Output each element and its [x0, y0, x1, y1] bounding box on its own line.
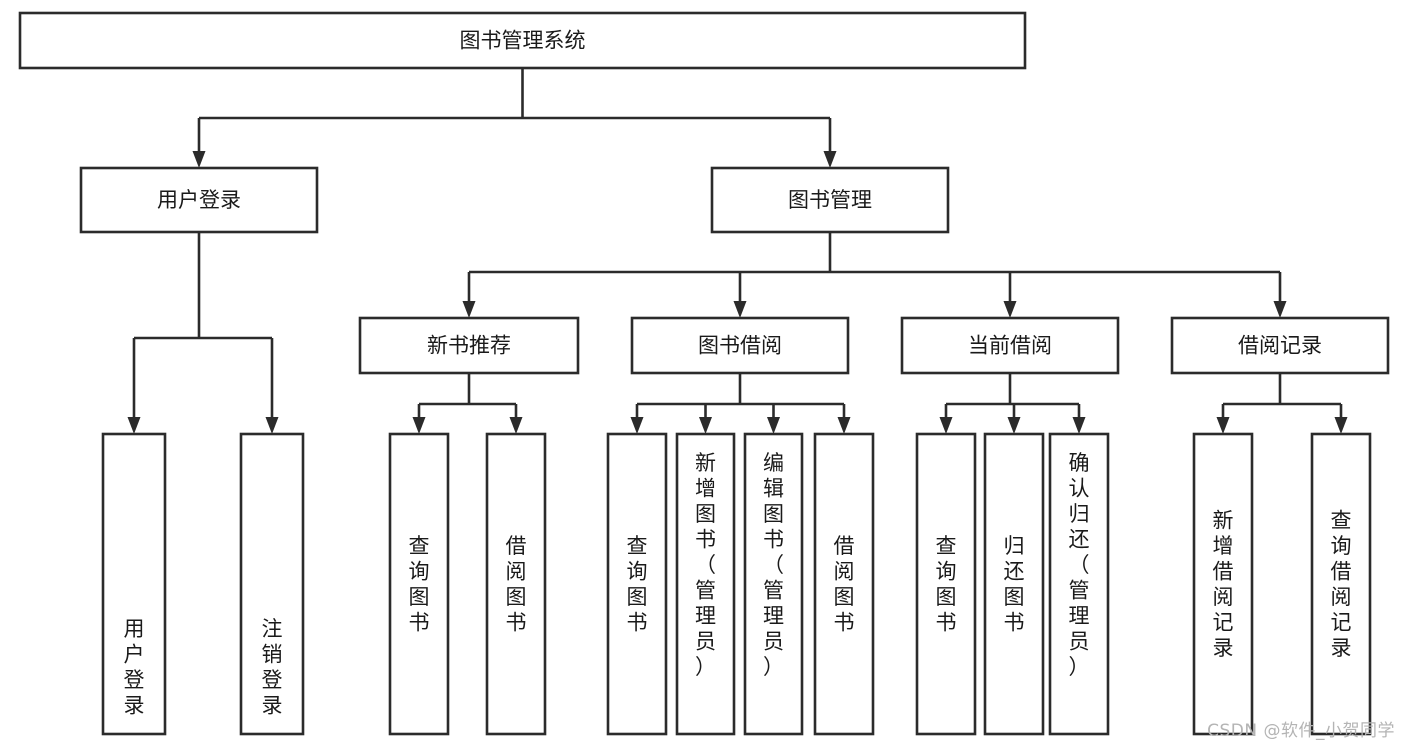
node-box	[900, 316, 1120, 375]
edge-group-borrow-record	[1216, 373, 1348, 434]
node-box	[813, 432, 875, 736]
watermark-text: CSDN @软件_小贺同学	[1207, 721, 1395, 741]
node-label: 注销登录	[262, 617, 283, 718]
node-box	[79, 166, 319, 234]
node-leaf-user-login[interactable]: 用户登录	[101, 432, 167, 736]
node-box	[983, 432, 1045, 736]
edge-group-user-login	[127, 232, 279, 434]
arrowhead-icon	[733, 301, 747, 318]
node-label: 查询图书	[936, 534, 957, 635]
arrowhead-icon	[265, 417, 279, 434]
edge-group-current-borrow	[939, 373, 1086, 434]
node-leaf-query-book-2[interactable]: 查询图书	[606, 432, 668, 736]
node-label: 查询图书	[409, 534, 430, 635]
node-book-borrow[interactable]: 图书借阅	[630, 316, 850, 375]
node-box	[1170, 316, 1390, 375]
arrowhead-icon	[462, 301, 476, 318]
node-borrow-record[interactable]: 借阅记录	[1170, 316, 1390, 375]
arrowhead-icon	[127, 417, 141, 434]
node-box	[1192, 432, 1254, 736]
arrowhead-icon	[630, 417, 644, 434]
node-current-borrow[interactable]: 当前借阅	[900, 316, 1120, 375]
node-label: 新书推荐	[427, 334, 511, 358]
node-label: 新增借阅记录	[1213, 508, 1234, 660]
node-label: 归还图书	[1004, 534, 1025, 635]
node-box	[1310, 432, 1372, 736]
node-box	[239, 432, 305, 736]
node-label: 查询借阅记录	[1331, 508, 1352, 660]
node-label: 借阅图书	[506, 534, 527, 635]
node-leaf-user-logout[interactable]: 注销登录	[239, 432, 305, 736]
arrowhead-icon	[699, 417, 712, 434]
node-leaf-confirm-return[interactable]: 确认归还（管理员）	[1048, 432, 1110, 736]
node-leaf-query-book-3[interactable]: 查询图书	[915, 432, 977, 736]
arrowhead-icon	[939, 417, 953, 434]
arrowhead-icon	[192, 151, 206, 168]
edge-group-book-borrow	[630, 373, 851, 434]
node-leaf-add-record[interactable]: 新增借阅记录	[1192, 432, 1254, 736]
node-box	[675, 432, 736, 736]
node-label: 确认归还（管理员）	[1069, 451, 1090, 679]
arrowhead-icon	[1072, 417, 1086, 434]
arrowhead-icon	[767, 417, 780, 434]
arrowhead-icon	[509, 417, 523, 434]
node-leaf-borrow-book-2[interactable]: 借阅图书	[813, 432, 875, 736]
arrowhead-icon	[1007, 417, 1021, 434]
arrowhead-icon	[823, 151, 837, 168]
edge-group-book-manage	[462, 232, 1287, 318]
node-label: 用户登录	[157, 188, 241, 212]
node-box	[18, 11, 1027, 70]
node-label: 图书管理	[788, 188, 872, 212]
node-box	[485, 432, 547, 736]
node-box	[710, 166, 950, 234]
arrowhead-icon	[1334, 417, 1348, 434]
node-label: 借阅记录	[1238, 334, 1322, 358]
node-label: 新增图书（管理员）	[695, 451, 716, 679]
arrowhead-icon	[1216, 417, 1230, 434]
node-label: 当前借阅	[968, 334, 1052, 358]
edge-group-new-book-rec	[412, 373, 523, 434]
node-box	[358, 316, 580, 375]
node-box	[630, 316, 850, 375]
node-label: 借阅图书	[834, 534, 855, 635]
node-label: 查询图书	[627, 534, 648, 635]
arrowhead-icon	[837, 417, 851, 434]
node-label: 编辑图书（管理员）	[763, 451, 784, 679]
node-box	[388, 432, 450, 736]
node-label: 用户登录	[124, 617, 145, 718]
node-leaf-query-record[interactable]: 查询借阅记录	[1310, 432, 1372, 736]
node-box	[915, 432, 977, 736]
edges-layer	[127, 68, 1348, 434]
node-box	[743, 432, 804, 736]
node-leaf-return-book[interactable]: 归还图书	[983, 432, 1045, 736]
node-label: 图书借阅	[698, 334, 782, 358]
node-box	[1048, 432, 1110, 736]
edge-group-root	[192, 68, 837, 168]
node-leaf-edit-book[interactable]: 编辑图书（管理员）	[743, 432, 804, 736]
node-box	[101, 432, 167, 736]
node-new-book-rec[interactable]: 新书推荐	[358, 316, 580, 375]
arrowhead-icon	[1003, 301, 1017, 318]
node-book-manage[interactable]: 图书管理	[710, 166, 950, 234]
arrowhead-icon	[1273, 301, 1287, 318]
node-box	[606, 432, 668, 736]
node-leaf-add-book[interactable]: 新增图书（管理员）	[675, 432, 736, 736]
node-leaf-borrow-book-1[interactable]: 借阅图书	[485, 432, 547, 736]
nodes-layer: 图书管理系统用户登录图书管理新书推荐图书借阅当前借阅借阅记录用户登录注销登录查询…	[18, 11, 1390, 736]
node-leaf-query-book-1[interactable]: 查询图书	[388, 432, 450, 736]
node-user-login[interactable]: 用户登录	[79, 166, 319, 234]
node-root[interactable]: 图书管理系统	[18, 11, 1027, 70]
node-label: 图书管理系统	[460, 29, 586, 53]
arrowhead-icon	[412, 417, 426, 434]
